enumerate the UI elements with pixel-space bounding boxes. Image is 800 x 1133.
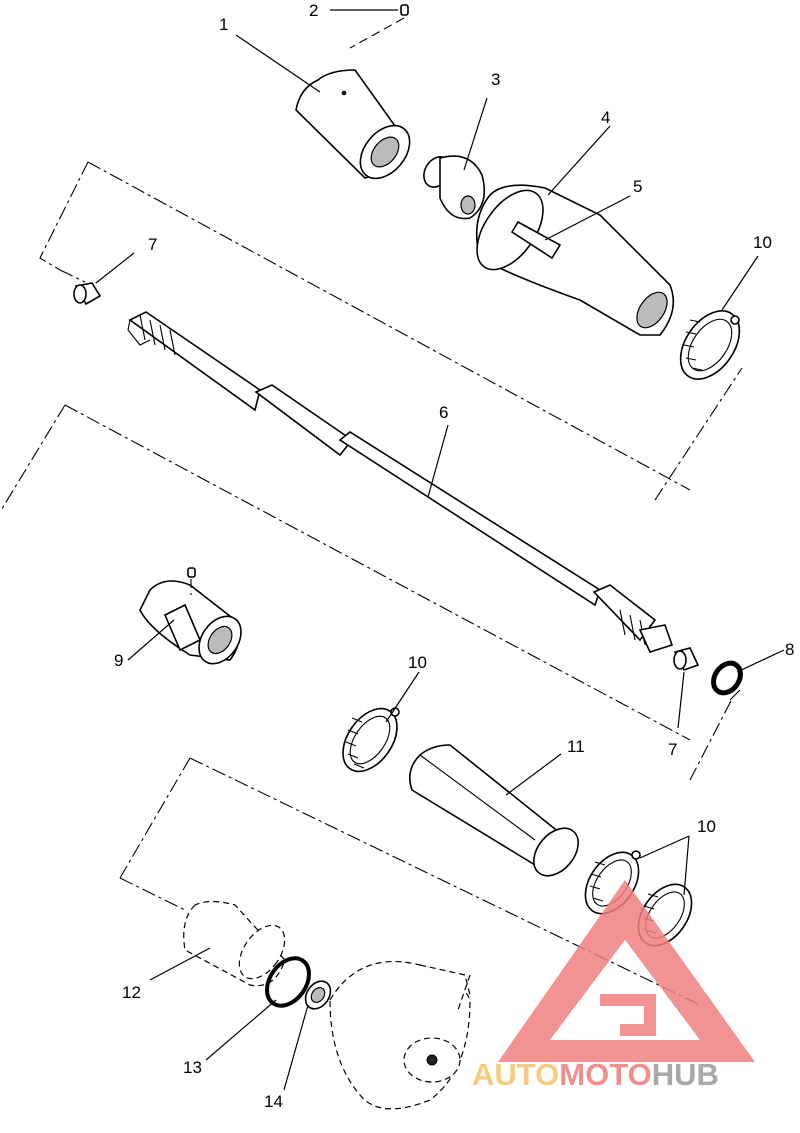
callout-13: 13 (183, 1058, 202, 1077)
part-11-tube (409, 744, 579, 877)
watermark-hub: HUB (652, 1057, 719, 1092)
watermark-auto: AUTO (472, 1057, 559, 1092)
part-6-steering-shaft (127, 311, 674, 653)
watermark-logo: AUTOMOTOHUB (472, 880, 755, 1092)
callout-2: 2 (309, 1, 318, 20)
part-10-clamp-middle (342, 707, 400, 773)
part-8-o-ring (711, 660, 743, 696)
part-10-clamp-upper (679, 310, 741, 380)
callout-10-lower: 10 (697, 817, 716, 836)
part-5-label (510, 220, 562, 260)
part-13-washer (265, 956, 311, 1008)
part-7-plug-upper (73, 282, 102, 306)
callout-4: 4 (601, 108, 610, 127)
watermark-moto: MOTO (559, 1057, 651, 1092)
part-7-plug-lower (673, 647, 700, 671)
leader-lines (95, 9, 785, 1091)
callout-9: 9 (114, 651, 123, 670)
callout-14: 14 (264, 1092, 283, 1111)
callout-12: 12 (122, 983, 141, 1002)
part-9-universal-joint (139, 567, 242, 665)
watermark-triangle-icon (498, 880, 755, 1062)
assembly-frame-upper (39, 161, 743, 501)
part-14-nut (304, 980, 332, 1010)
watermark-text: AUTOMOTOHUB (472, 1057, 719, 1092)
part-1-bearing-housing (295, 69, 411, 180)
assembly-frame-lower (119, 757, 701, 1006)
steering-arm-phantom (329, 961, 471, 1110)
callout-7-lower: 7 (668, 740, 677, 759)
callout-10-upper: 10 (753, 233, 772, 252)
callout-3: 3 (491, 70, 500, 89)
callout-10-middle: 10 (408, 653, 427, 672)
callout-1: 1 (219, 15, 228, 34)
part-4-column-housing (475, 184, 675, 336)
assembly-frame-middle (0, 404, 741, 781)
callout-11: 11 (567, 737, 585, 756)
callout-7-upper: 7 (148, 235, 157, 254)
part-12-coupler (183, 900, 286, 987)
part-3-bushing (423, 155, 486, 220)
part-2-screw (349, 4, 409, 49)
callout-6: 6 (439, 403, 448, 422)
callout-8: 8 (785, 640, 794, 659)
callout-labels: 1 2 3 4 5 7 10 6 9 10 8 7 11 10 12 13 14 (114, 1, 794, 1111)
callout-5: 5 (633, 177, 642, 196)
